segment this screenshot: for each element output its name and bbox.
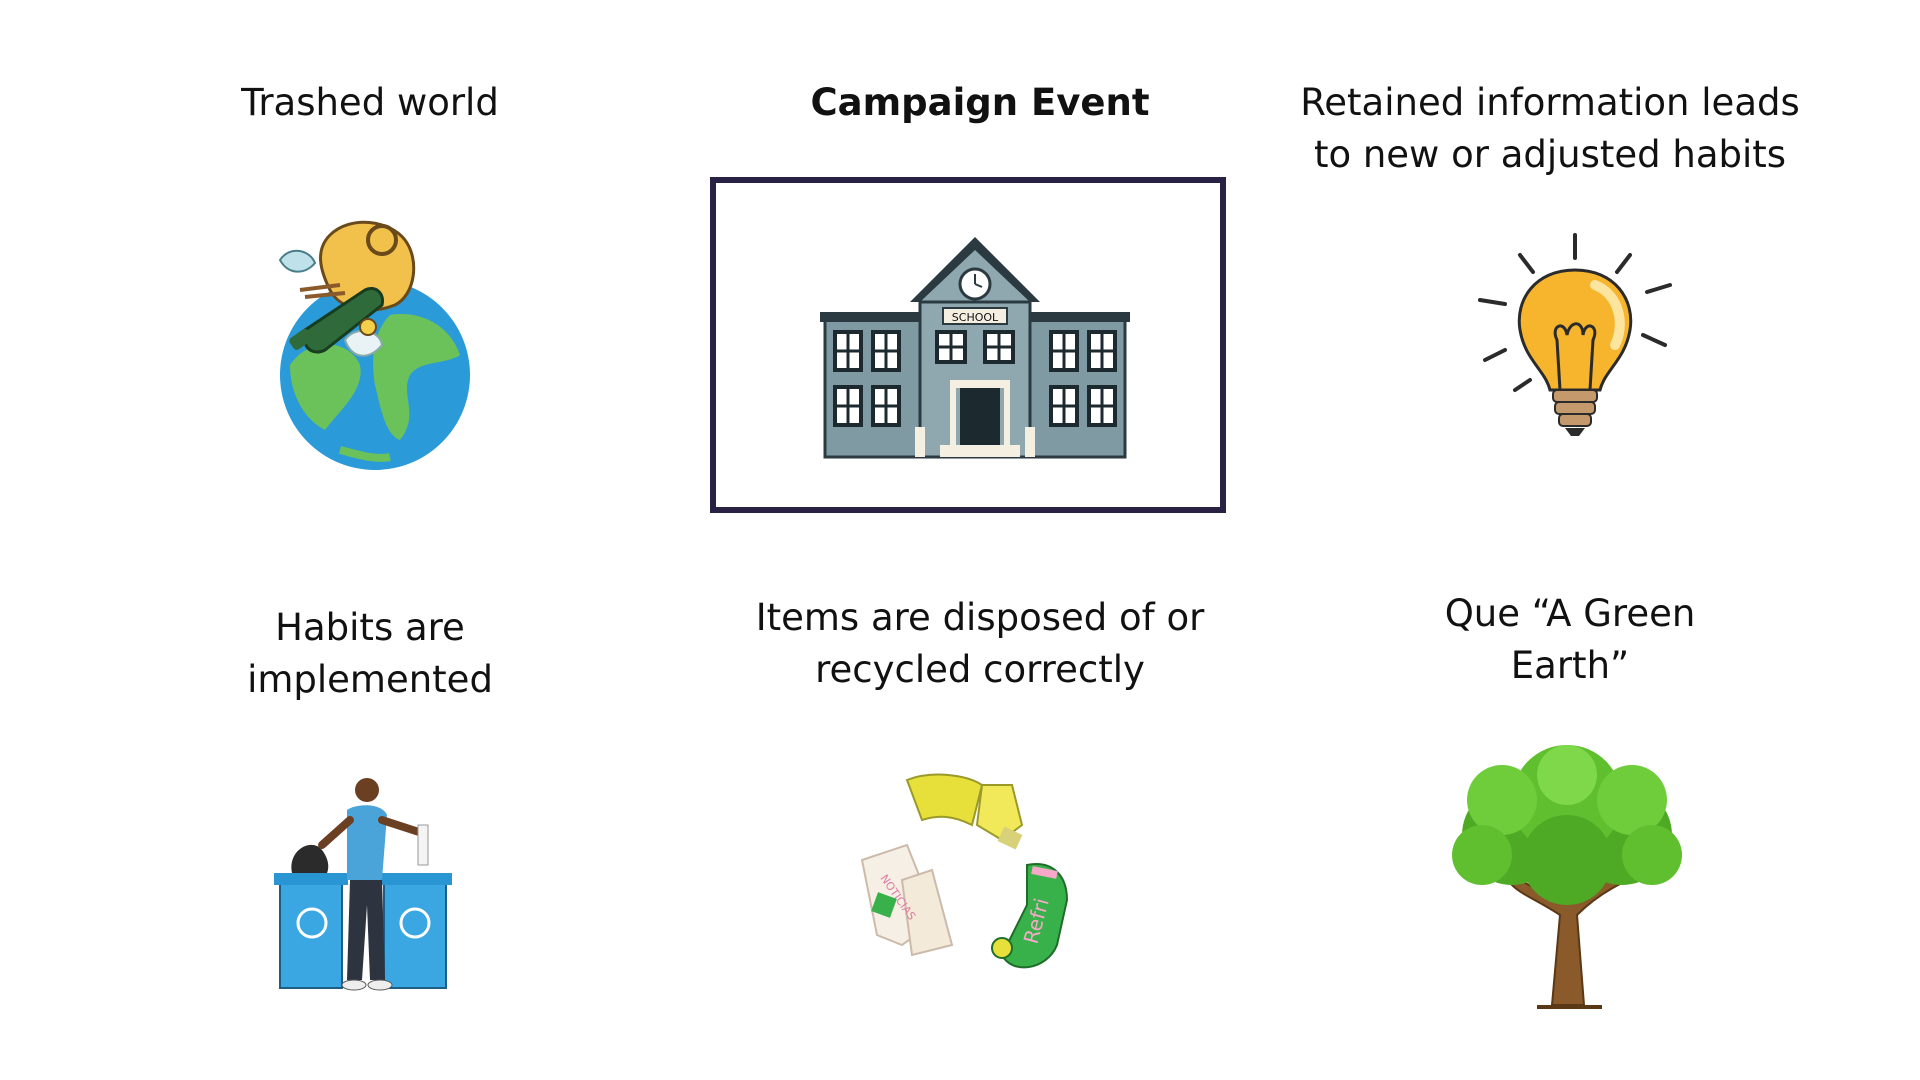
person-recycling-icon	[272, 775, 472, 995]
step-label-habits-implemented: Habits are implemented	[190, 602, 550, 706]
polluted-earth-icon	[270, 215, 480, 475]
step-label-retained-information: Retained information leads to new or adj…	[1270, 77, 1830, 181]
step-label-green-earth: Que “A Green Earth”	[1380, 588, 1760, 692]
tree-icon	[1442, 745, 1692, 1010]
lightbulb-icon	[1475, 230, 1675, 445]
step-label-campaign-event: Campaign Event	[780, 77, 1180, 129]
recycle-symbol-icon: Refri NOTICIAS	[852, 770, 1092, 990]
school-sign-text: SCHOOL	[952, 311, 999, 324]
step-label-trashed-world: Trashed world	[190, 77, 550, 129]
school-building-icon: SCHOOL	[820, 232, 1130, 462]
step-label-items-disposed: Items are disposed of or recycled correc…	[720, 592, 1240, 696]
